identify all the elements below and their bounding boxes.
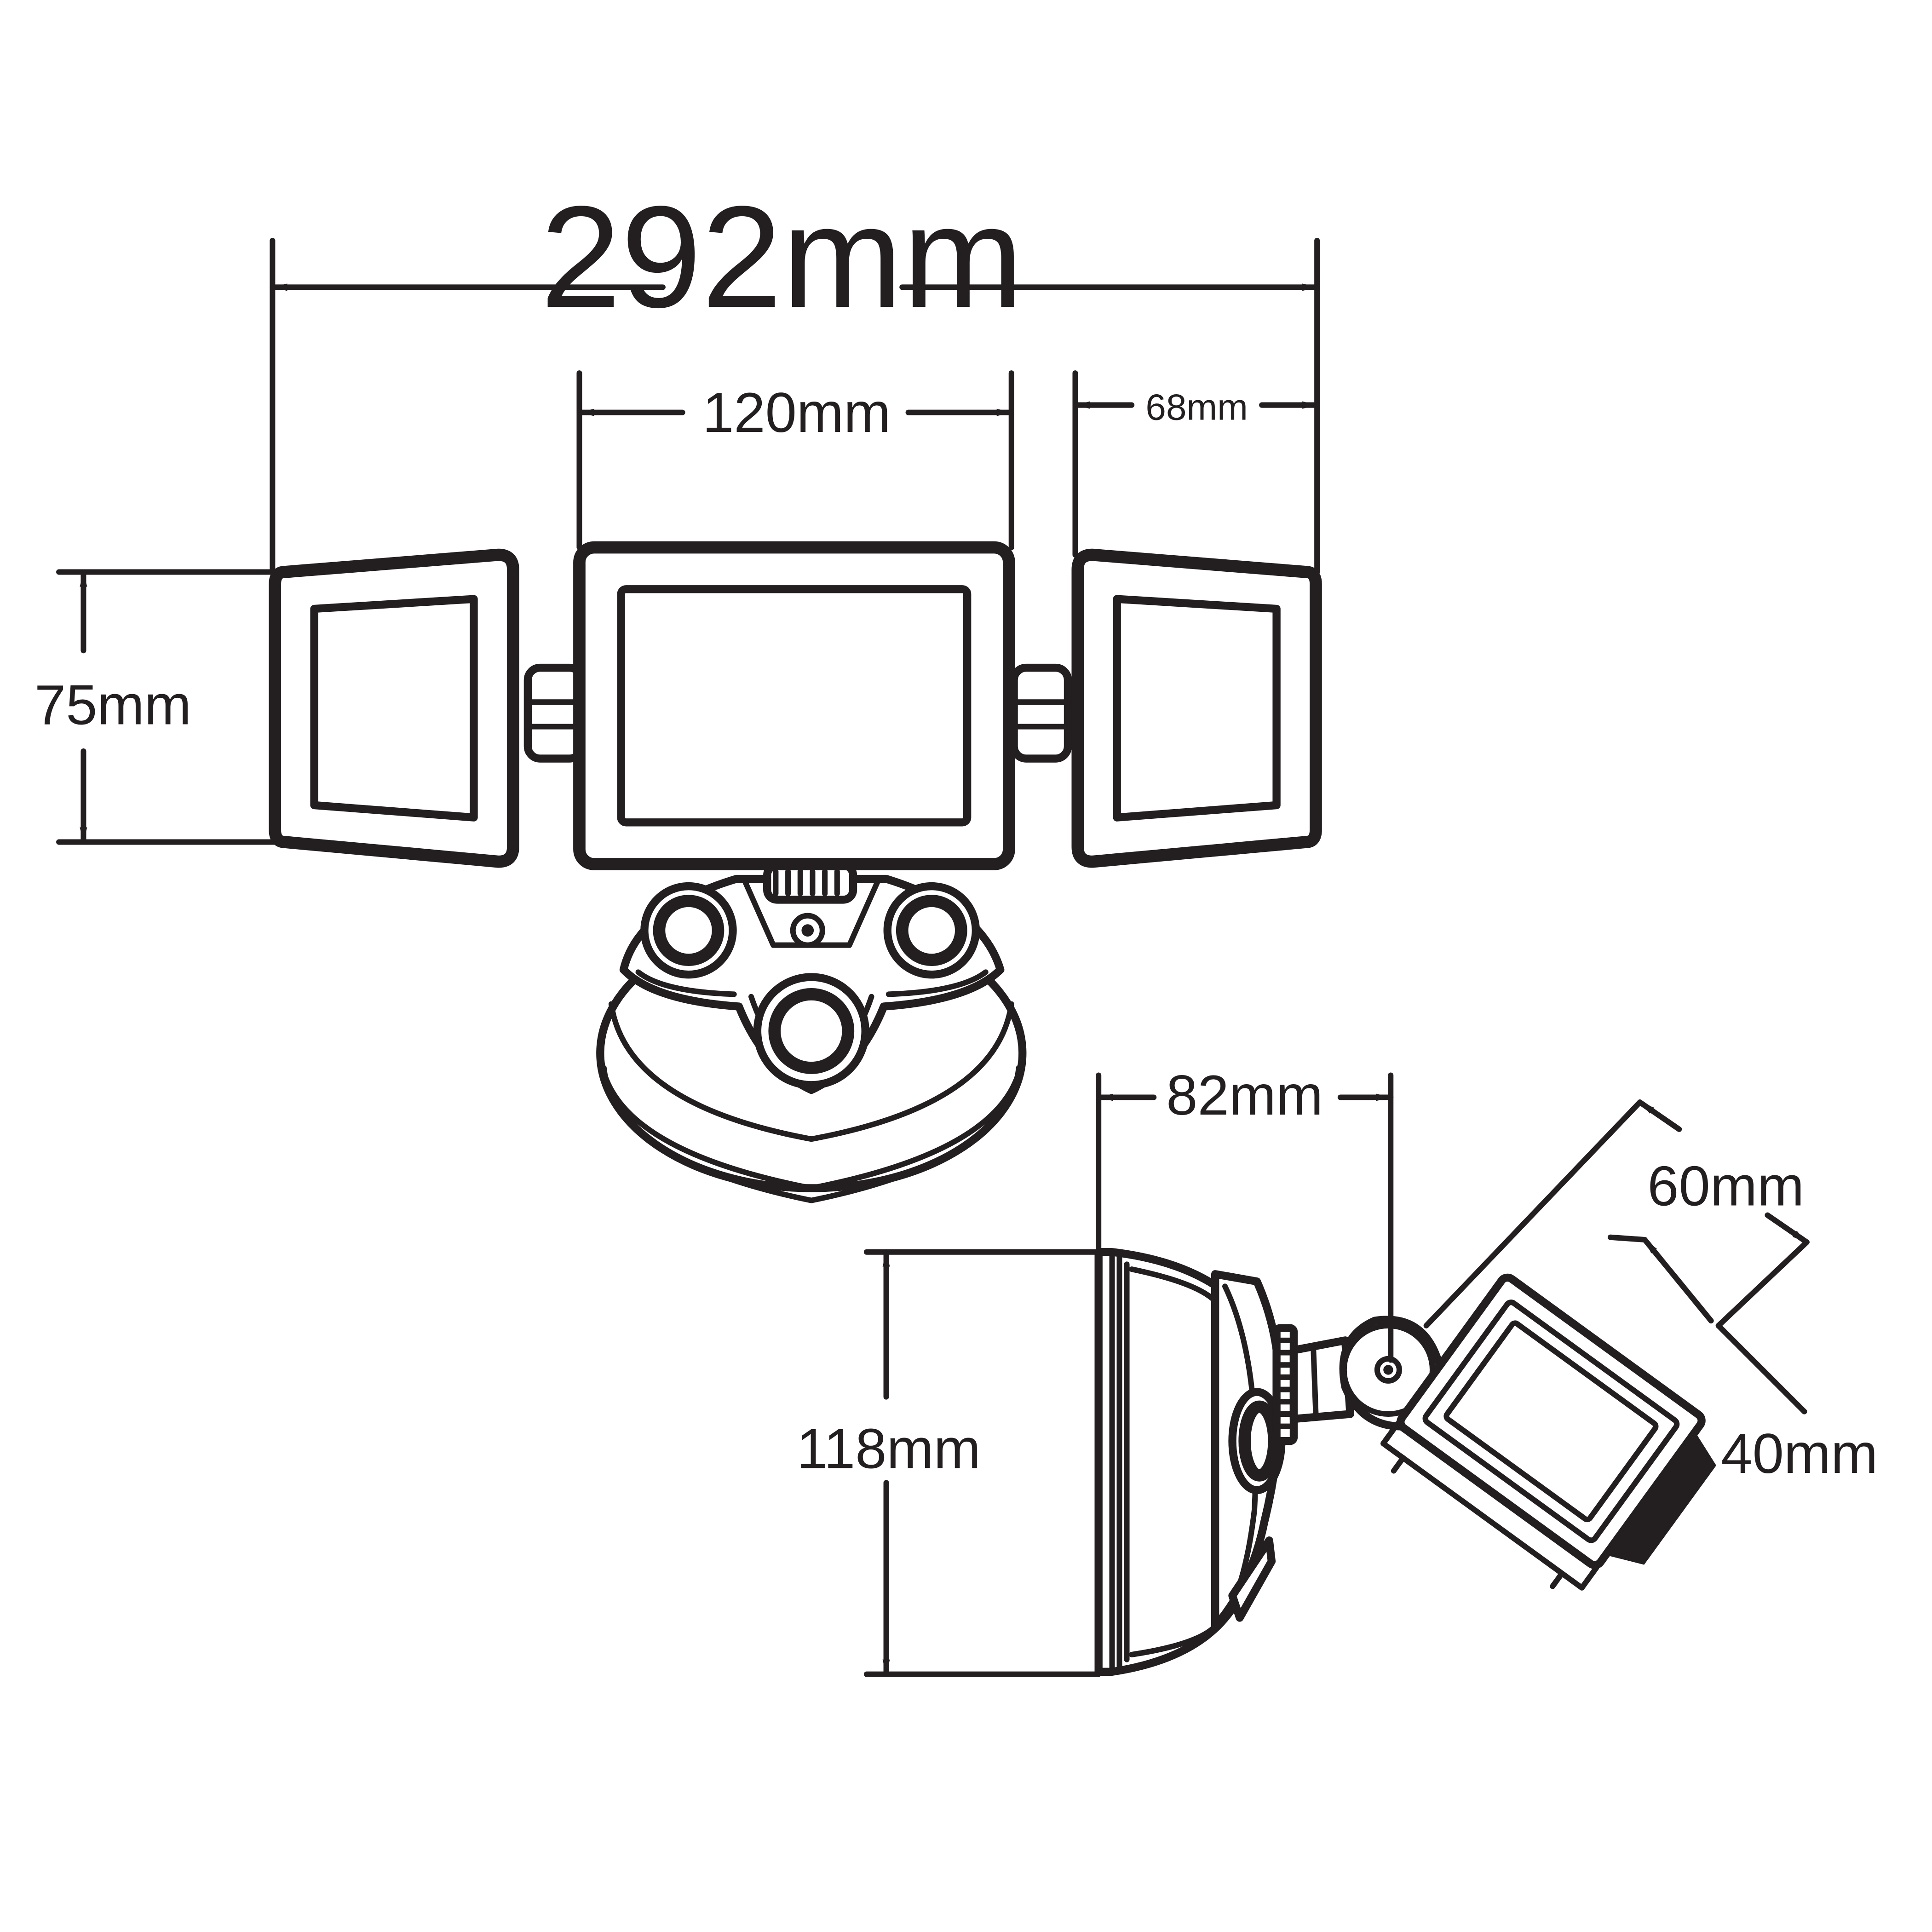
- panel-height-label: 75mm: [34, 673, 191, 736]
- side-light-head: [1380, 1273, 1716, 1591]
- front-dimensions: 292mm 120mm 68mm 75mm: [34, 176, 1320, 845]
- center-light-panel: [573, 541, 1015, 870]
- side-panel-width-label: 68mm: [1145, 387, 1248, 428]
- head-depth-label: 40mm: [1721, 1422, 1878, 1485]
- side-base-housing: [1094, 1248, 1286, 1676]
- side-depth-label: 82mm: [1166, 1064, 1323, 1127]
- left-light-panel: [269, 548, 519, 868]
- head-width-label: 60mm: [1647, 1155, 1804, 1218]
- right-light-panel: [1071, 548, 1322, 868]
- base-height-label: 118mm: [797, 1417, 981, 1480]
- center-panel-width-label: 120mm: [702, 381, 891, 444]
- right-hinge: [1010, 663, 1072, 763]
- base-housing: [596, 861, 1027, 1203]
- side-view: [1094, 1248, 1716, 1676]
- side-neck: [1272, 1324, 1354, 1445]
- side-dimensions: 82mm 118mm 60mm 40mm: [797, 1064, 1878, 1677]
- front-view: [269, 541, 1322, 1203]
- overall-width-label: 292mm: [540, 176, 1024, 338]
